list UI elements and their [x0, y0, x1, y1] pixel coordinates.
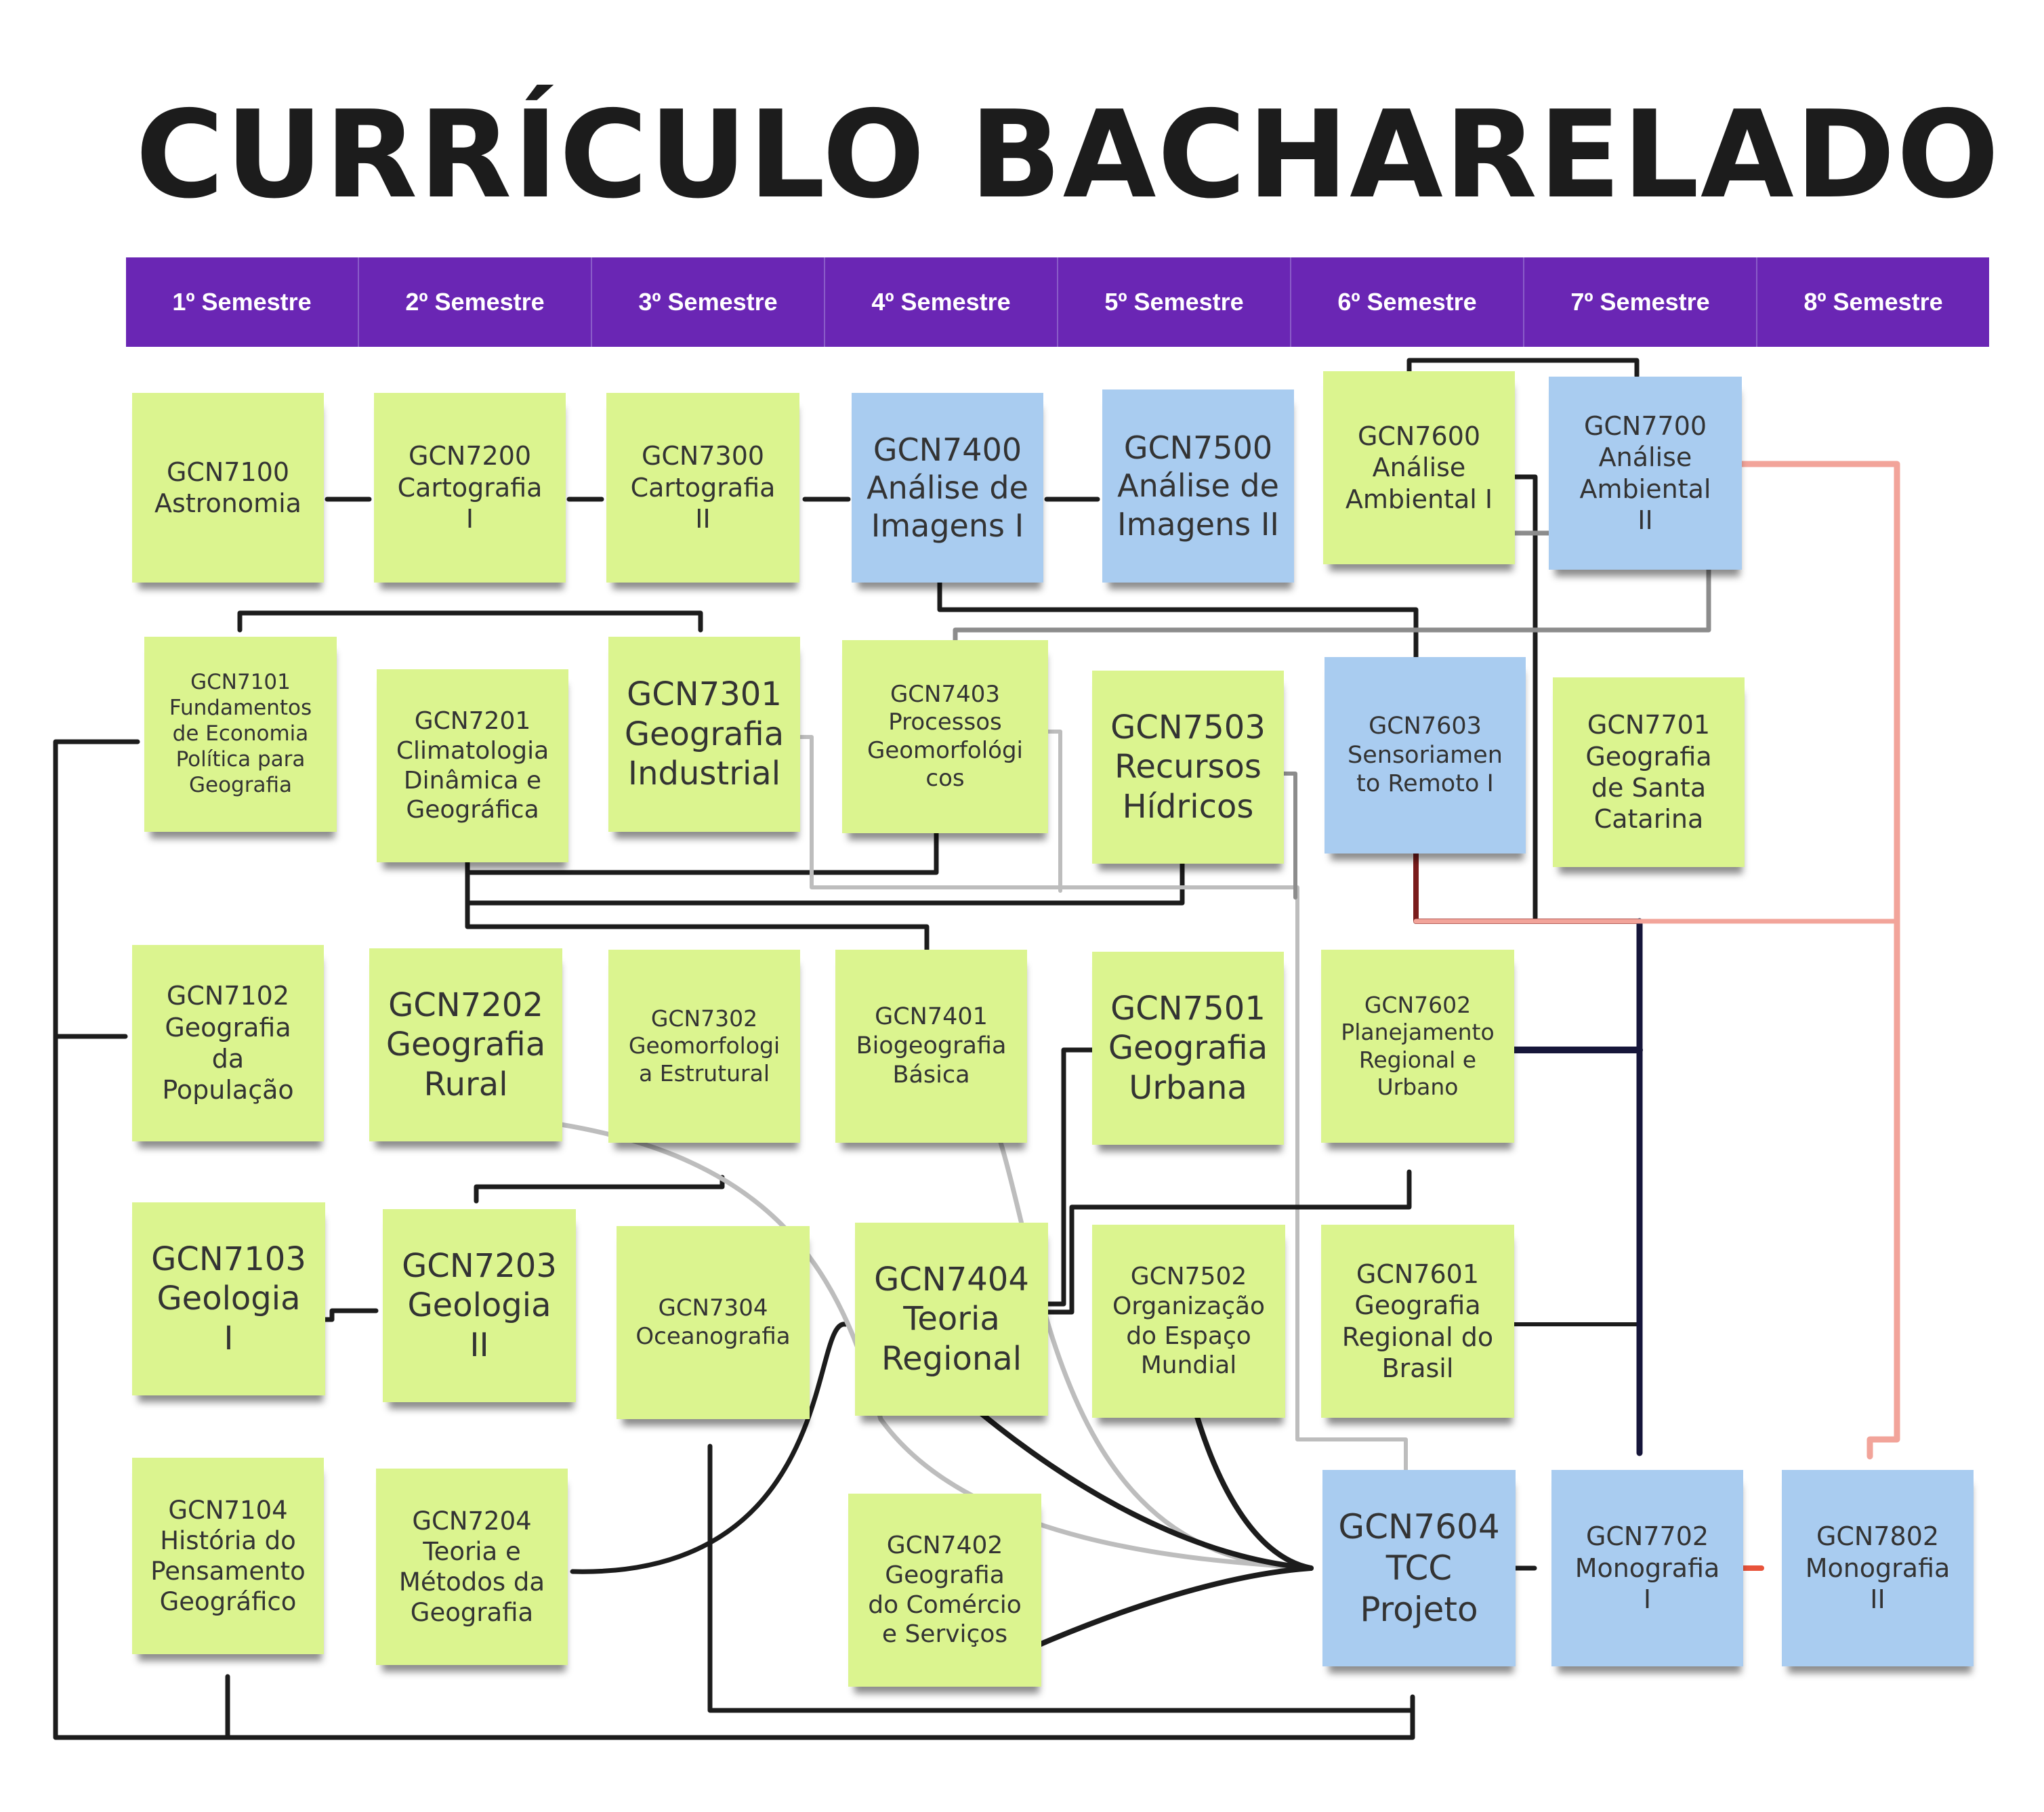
semester-5-header: 5º Semestre: [1058, 257, 1291, 347]
course-gcn7404[interactable]: GCN7404 Teoria Regional: [855, 1223, 1048, 1416]
course-gcn7600[interactable]: GCN7600 Análise Ambiental I: [1323, 371, 1515, 564]
course-gcn7802[interactable]: GCN7802 Monografia II: [1782, 1470, 1974, 1666]
course-gcn7604[interactable]: GCN7604 TCC Projeto: [1322, 1470, 1516, 1666]
course-gcn7702[interactable]: GCN7702 Monografia I: [1551, 1470, 1743, 1666]
semester-8-header: 8º Semestre: [1803, 288, 1943, 316]
connector-7404-tcc: [959, 1395, 1314, 1571]
course-gcn7700[interactable]: GCN7700 Análise Ambiental II: [1549, 377, 1742, 570]
semester-6-header: 6º Semestre: [1291, 257, 1524, 347]
connector-7202-tcc: [507, 1115, 1314, 1571]
course-gcn7304[interactable]: GCN7304 Oceanografia: [617, 1226, 810, 1419]
connector-7700-7802: [1734, 461, 1900, 1460]
connector-7201-7401: [465, 900, 930, 958]
connector-7402-tcc: [1010, 1565, 1314, 1659]
connector-7403-out: [1041, 730, 1062, 893]
course-gcn7201[interactable]: GCN7201 Climatologia Dinâmica e Geográfi…: [377, 669, 568, 862]
course-gcn7101[interactable]: GCN7101 Fundamentos de Economia Política…: [144, 637, 337, 832]
connector-7502-tcc: [1190, 1398, 1314, 1571]
connector-7400-7603: [937, 578, 1419, 677]
connector-7302-7203: [474, 1175, 725, 1204]
course-gcn7500[interactable]: GCN7500 Análise de Imagens II: [1102, 389, 1294, 583]
connector-7201-7503: [465, 847, 1185, 906]
course-gcn7603[interactable]: GCN7603 Sensoriamen to Remoto I: [1325, 657, 1526, 854]
course-gcn7202[interactable]: GCN7202 Geografia Rural: [369, 948, 562, 1141]
course-gcn7302[interactable]: GCN7302 Geomorfologi a Estrutural: [608, 950, 800, 1143]
course-gcn7300[interactable]: GCN7300 Cartografia II: [606, 393, 799, 583]
connector-left-spine: [53, 739, 1415, 1740]
semester-4-header: 4º Semestre: [825, 257, 1058, 347]
semester-2-header: 2º Semestre: [359, 257, 592, 347]
course-gcn7503[interactable]: GCN7503 Recursos Hídricos: [1092, 671, 1284, 864]
semester-7-header: 7º Semestre: [1524, 257, 1757, 347]
connector-7600-out: [1513, 474, 1538, 921]
course-gcn7103[interactable]: GCN7103 Geologia I: [132, 1202, 325, 1395]
course-gcn7400[interactable]: GCN7400 Análise de Imagens I: [852, 393, 1043, 583]
course-gcn7401[interactable]: GCN7401 Biogeografia Básica: [835, 950, 1027, 1143]
connector-7403-7201: [465, 830, 939, 875]
course-gcn7100[interactable]: GCN7100 Astronomia: [132, 393, 324, 583]
course-gcn7601[interactable]: GCN7601 Geografia Regional do Brasil: [1321, 1225, 1514, 1418]
connector-7204-tcc: [570, 1322, 848, 1574]
course-gcn7102[interactable]: GCN7102 Geografia da População: [132, 945, 324, 1141]
course-gcn7402[interactable]: GCN7402 Geografia do Comércio e Serviços: [848, 1494, 1041, 1687]
course-gcn7203[interactable]: GCN7203 Geologia II: [383, 1209, 576, 1402]
course-gcn7301[interactable]: GCN7301 Geografia Industrial: [608, 637, 800, 832]
connector-7602-7404: [1041, 1169, 1412, 1315]
page-title: CURRÍCULO BACHARELADO: [135, 85, 2001, 225]
semester-3-header: 3º Semestre: [592, 257, 825, 347]
course-gcn7501[interactable]: GCN7501 Geografia Urbana: [1092, 952, 1284, 1145]
course-gcn7200[interactable]: GCN7200 Cartografia I: [374, 393, 566, 583]
course-gcn7403[interactable]: GCN7403 Processos Geomorfológi cos: [842, 640, 1048, 833]
semester-header: 1º Semestre 2º Semestre 3º Semestre 4º S…: [126, 257, 1989, 347]
course-gcn7204[interactable]: GCN7204 Teoria e Métodos da Geografia: [376, 1469, 568, 1665]
connector-7304-tcc: [707, 1444, 1415, 1713]
course-gcn7701[interactable]: GCN7701 Geografia de Santa Catarina: [1553, 677, 1745, 867]
semester-1-header: 1º Semestre: [126, 257, 359, 347]
course-gcn7602[interactable]: GCN7602 Planejamento Regional e Urbano: [1321, 950, 1514, 1143]
course-gcn7502[interactable]: GCN7502 Organização do Espaço Mundial: [1092, 1225, 1285, 1418]
course-gcn7104[interactable]: GCN7104 História do Pensamento Geográfic…: [132, 1458, 324, 1654]
connector-7101-7301: [237, 610, 703, 633]
